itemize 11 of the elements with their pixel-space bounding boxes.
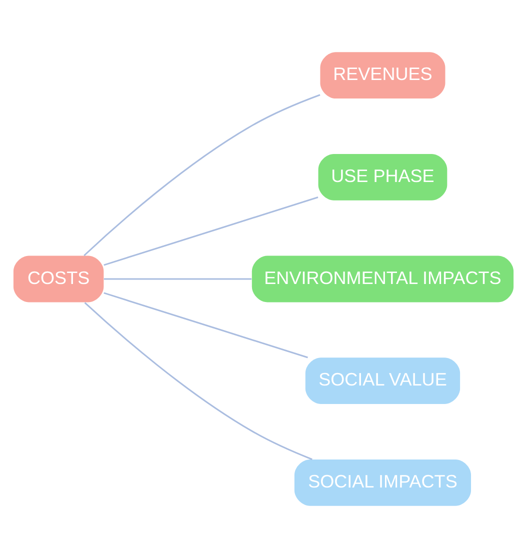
node-box: USE PHASE (318, 154, 448, 200)
node-box: REVENUES (320, 52, 446, 99)
connector (104, 292, 308, 358)
node-box: COSTS (13, 256, 104, 302)
connector (104, 278, 252, 280)
node-box: SOCIAL IMPACTS (294, 459, 471, 506)
node-box: SOCIAL VALUE (305, 358, 460, 404)
connector (84, 302, 312, 460)
connector (84, 94, 320, 256)
node-box: ENVIRONMENTAL IMPACTS (252, 256, 514, 302)
connector (104, 196, 318, 266)
